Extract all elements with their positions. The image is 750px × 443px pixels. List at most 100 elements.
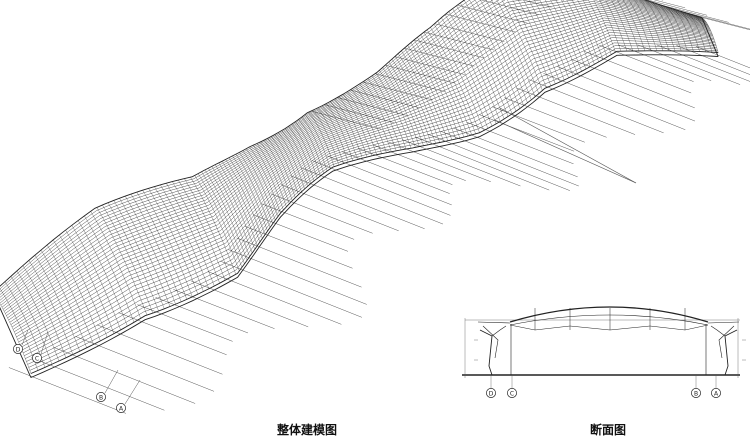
surface-longitudinal-line [0, 0, 704, 295]
surface-cross-line [528, 0, 565, 81]
section-axis-label: A [714, 390, 719, 397]
surface-cross-line [363, 81, 397, 151]
surface-cross-line [71, 225, 121, 331]
surface-cross-line [375, 72, 412, 149]
surface-cross-line [208, 168, 250, 257]
surface-cross-line [178, 180, 226, 281]
section-axis-bubble [486, 388, 496, 398]
surface-cross-line [566, 0, 595, 65]
surface-cross-line [420, 34, 468, 137]
surface-cross-line [218, 162, 258, 246]
ground-ray-line [618, 44, 712, 81]
surface-cross-line [469, 0, 521, 109]
surface-end-edge [701, 17, 719, 57]
ground-ray-line [466, 121, 574, 165]
ground-ray-line [423, 31, 495, 51]
ground-ray-line [394, 56, 465, 75]
ground-ray-line [337, 97, 408, 116]
ground-ray-line [96, 324, 223, 375]
surface-end-edge [0, 306, 32, 378]
surface-cross-line [313, 110, 339, 166]
ground-ray-line [173, 289, 275, 329]
surface-cross-line [0, 303, 32, 374]
surface-cross-line [34, 255, 80, 352]
surface-cross-line [617, 0, 640, 51]
surface-longitudinal-line [0, 0, 704, 298]
surface-cross-line [321, 105, 349, 163]
section-truss-chord [509, 324, 709, 331]
surface-cross-line [501, 0, 543, 91]
ground-ray-line [220, 260, 362, 318]
surface-cross-line [330, 101, 358, 160]
surface-cross-line [694, 15, 713, 53]
surface-cross-line [197, 173, 243, 268]
surface-cross-line [588, 0, 612, 55]
surface-cross-line [437, 20, 489, 129]
ground-ray-line [570, 58, 695, 109]
ground-ray-line [402, 139, 521, 187]
model-axis-label: D [16, 346, 21, 353]
section-axis-bubble [507, 388, 517, 398]
surface-cross-line [96, 207, 148, 316]
surface-longitudinal-line [1, 0, 706, 308]
surface-cross-line [534, 0, 569, 78]
surface-cross-line [107, 202, 159, 311]
model-axis-label: B [99, 394, 103, 401]
surface-cross-line [166, 183, 215, 287]
surface-cross-line [379, 70, 416, 148]
surface-cross-line [334, 98, 363, 159]
ground-ray-line [658, 4, 729, 23]
surface-cross-line [274, 134, 302, 192]
surface-cross-line [388, 61, 428, 145]
surface-cross-line [398, 53, 440, 143]
ground-ray-line [252, 214, 349, 252]
surface-cross-line [426, 29, 476, 134]
surface-cross-line [28, 260, 74, 355]
surface-cross-line [281, 130, 308, 187]
ground-ray-line [480, 0, 540, 16]
surface-cross-line [194, 175, 240, 272]
surface-cross-line [172, 181, 220, 284]
surface-cross-line [10, 276, 53, 365]
surface-cross-line [326, 103, 353, 161]
model-axis-bubble [96, 392, 106, 402]
surface-cross-line [40, 249, 87, 348]
ground-ray-line [261, 203, 355, 240]
ground-ray-line [312, 160, 451, 216]
surface-cross-line [512, 0, 552, 86]
surface-cross-line [0, 288, 39, 371]
surface-cross-line [228, 157, 266, 235]
surface-cross-line [634, 0, 658, 51]
surface-longitudinal-line [0, 0, 705, 304]
surface-cross-line [295, 121, 321, 176]
surface-cross-line [190, 177, 236, 275]
surface-cross-line [407, 45, 453, 140]
surface-cross-line [545, 0, 578, 74]
surface-cross-line [639, 0, 664, 51]
surface-cross-line [201, 171, 245, 264]
ground-ray-line [373, 144, 466, 181]
ground-ray-line [499, 107, 637, 184]
surface-cross-line [680, 11, 700, 52]
surface-cross-line [285, 128, 311, 184]
surface-cross-line [347, 91, 377, 155]
ground-ray-line [584, 51, 692, 94]
surface-cross-line [271, 136, 299, 195]
section-roof-arc [509, 314, 709, 326]
ground-ray-line [31, 357, 165, 411]
surface-cross-line [232, 155, 268, 232]
model-axis-leader [124, 379, 141, 405]
ground-ray-line [646, 0, 708, 16]
surface-cross-line [480, 0, 528, 103]
surface-cross-lines [0, 0, 719, 374]
ground-ray-line [557, 66, 696, 122]
ground-ray-line [415, 136, 550, 191]
section-axis-bubble [711, 388, 721, 398]
surface-cross-line [464, 0, 517, 112]
ground-ray-line [342, 151, 450, 194]
surface-cross-line [413, 39, 461, 139]
surface-cross-line [523, 0, 560, 83]
surface-cross-line [652, 2, 676, 51]
surface-cross-line [245, 148, 279, 217]
